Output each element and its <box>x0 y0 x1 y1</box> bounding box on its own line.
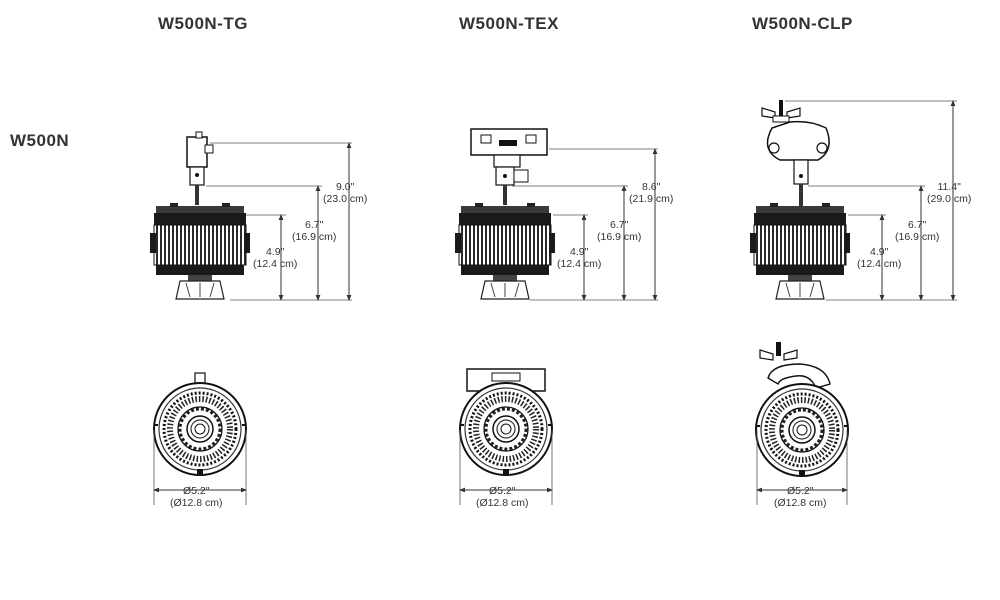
tg-overall-dimension: 9.0"(23.0 cm) <box>323 181 368 205</box>
tex-mid-dimension: 6.7"(16.9 cm) <box>597 219 642 243</box>
clp-top-view <box>756 342 848 505</box>
tex-diameter-dimension: Ø5.2"(Ø12.8 cm) <box>476 485 529 509</box>
tg-mid-dimension: 6.7"(16.9 cm) <box>292 219 337 243</box>
tg-body-dimension: 4.9"(12.4 cm) <box>253 246 298 270</box>
clp-diameter-dimension: Ø5.2"(Ø12.8 cm) <box>774 485 827 509</box>
clp-mid-dimension: 6.7"(16.9 cm) <box>895 219 940 243</box>
clp-body-dimension: 4.9"(12.4 cm) <box>857 246 902 270</box>
model-title-tex: W500N-TEX <box>459 14 559 33</box>
tex-body-dimension: 4.9"(12.4 cm) <box>557 246 602 270</box>
tg-side-view <box>149 131 352 301</box>
tg-diameter-dimension: Ø5.2"(Ø12.8 cm) <box>170 485 223 509</box>
clp-overall-dimension: 11.4"(29.0 cm) <box>927 181 972 205</box>
clp-side-view <box>749 100 957 301</box>
tex-top-view <box>460 368 552 505</box>
row-label: W500N <box>10 131 70 150</box>
model-title-clp: W500N-CLP <box>752 14 853 33</box>
tex-overall-dimension: 8.6"(21.9 cm) <box>629 181 674 205</box>
model-title-tg: W500N-TG <box>158 14 248 33</box>
tg-top-view <box>154 372 246 505</box>
tex-side-view <box>454 128 658 301</box>
